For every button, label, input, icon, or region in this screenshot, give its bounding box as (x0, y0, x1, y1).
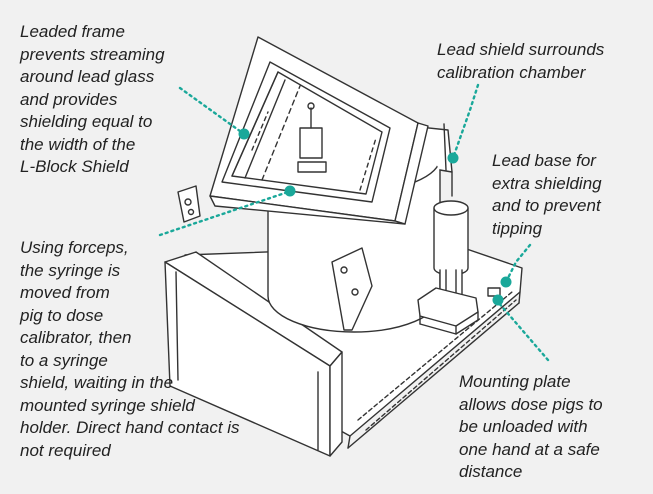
dot-lead-base (500, 276, 512, 288)
callout-forceps: Using forceps, the syringe is moved from… (20, 238, 240, 460)
syringe-shield-holder (417, 200, 501, 335)
leader-forceps (158, 190, 290, 237)
leader-lead-shield (451, 83, 480, 160)
callout-lead-shield: Lead shield surrounds calibration chambe… (437, 40, 605, 82)
leader-mounting-plate (496, 300, 550, 362)
dot-lead-shield (447, 152, 459, 164)
dot-forceps (284, 185, 296, 197)
callout-leaded-frame: Leaded frame prevents streaming around l… (20, 22, 165, 176)
dot-mounting-plate (492, 294, 504, 306)
callout-mounting-plate: Mounting plate allows dose pigs to be un… (459, 372, 603, 481)
hinge-brackets (177, 185, 373, 331)
dot-leaded-frame (238, 128, 250, 140)
leader-leaded-frame (178, 86, 246, 136)
l-block-front-shield (164, 251, 343, 457)
leader-lead-base (504, 243, 532, 284)
callout-lead-base: Lead base for extra shielding and to pre… (492, 151, 602, 238)
